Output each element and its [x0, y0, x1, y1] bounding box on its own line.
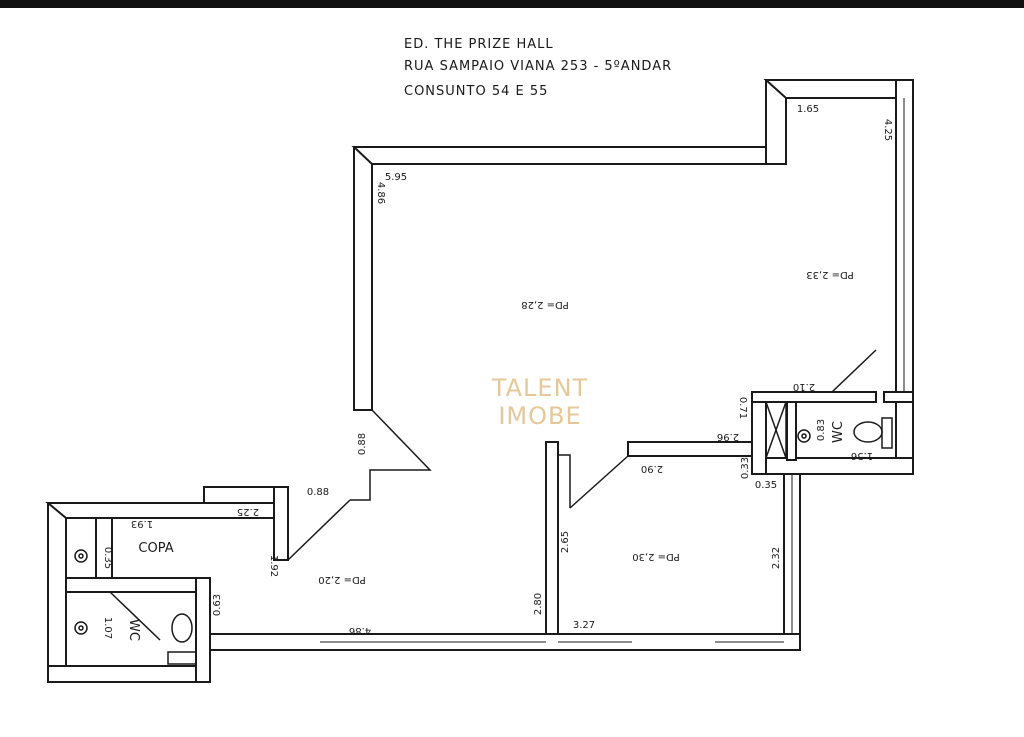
- wall-wc-left-top: [65, 577, 197, 593]
- fixtures: [74, 417, 893, 665]
- cabinet-wc-right: [765, 401, 787, 459]
- dim-0-35-right: 0.35: [755, 480, 777, 491]
- dim-2-32: 2.32: [771, 547, 782, 569]
- wall-copa-bench: [95, 517, 113, 579]
- sink-icon: [74, 621, 88, 635]
- door-swings: [109, 349, 877, 641]
- wall-wc-left-right: [195, 577, 211, 683]
- room-right-height: PD= 2,33: [806, 269, 854, 280]
- diagonal-wall-main: [350, 409, 432, 501]
- dim-1-93: 1.93: [131, 518, 153, 529]
- door-swing-entry: [287, 499, 351, 561]
- sink-icon: [797, 429, 811, 443]
- sink-icon: [801, 433, 807, 439]
- room-wc-left-label: WC: [126, 619, 141, 641]
- dim-2-65: 2.65: [560, 531, 571, 553]
- door-swing-wc-right: [831, 349, 877, 393]
- door-swing-wc-left: [109, 591, 161, 641]
- wall-wc-right-right: [883, 391, 914, 403]
- dim-2-96: 2.96: [717, 431, 739, 442]
- room-bottom-height: PD= 2,30: [632, 551, 680, 562]
- room-wc-right-label: WC: [831, 421, 846, 443]
- dim-0-35-copa: 0.35: [102, 547, 113, 569]
- wall-left-upper: [353, 146, 373, 411]
- wall-wc-right-left: [751, 391, 767, 475]
- dim-5-95: 5.95: [385, 172, 407, 183]
- toilet-tank-icon: [167, 651, 197, 665]
- wall-wc-right-bottom: [751, 457, 914, 475]
- wall-top-right: [763, 79, 914, 99]
- dim-1-07: 1.07: [102, 617, 113, 639]
- header-line-3: CONSUNTO 54 E 55: [404, 84, 548, 99]
- wall-partition: [545, 441, 559, 651]
- header-line-2: RUA SAMPAIO VIANA 253 - 5ºANDAR: [404, 59, 672, 74]
- dim-2-10: 2.10: [793, 381, 815, 392]
- dim-0-88-vertical: 0.88: [357, 433, 368, 455]
- dim-2-25: 2.25: [237, 506, 259, 517]
- dim-4-86-left: 4.86: [375, 182, 386, 204]
- dim-1-92: 1.92: [268, 555, 279, 577]
- dim-3-27: 3.27: [573, 620, 595, 631]
- wall-copa-left: [47, 502, 67, 683]
- toilet-tank-icon: [881, 417, 893, 449]
- dim-4-86-bottom: 4.86: [349, 625, 371, 636]
- dim-1-56: 1.56: [851, 450, 873, 461]
- dim-2-90: 2.90: [641, 463, 663, 474]
- wall-top-main: [351, 146, 769, 165]
- cabinet-cross-b: [765, 401, 787, 459]
- partition-angle: [558, 454, 571, 508]
- wall-front-jamb: [273, 486, 289, 561]
- room-front-height: PD= 2,20: [318, 574, 366, 585]
- header-line-1: ED. THE PRIZE HALL: [404, 37, 554, 52]
- dim-0-71: 0.71: [737, 397, 748, 419]
- room-main-height: PD= 2,28: [521, 299, 569, 310]
- sink-icon: [78, 553, 84, 559]
- watermark-line-1: TALENT: [491, 374, 588, 402]
- dim-0-88-horizontal: 0.88: [307, 487, 329, 498]
- dim-0-63: 0.63: [212, 594, 223, 616]
- door-swing-partition: [569, 455, 629, 509]
- wall-copa-bottom: [47, 665, 211, 683]
- dim-0-83: 0.83: [816, 419, 827, 441]
- dim-4-25: 4.25: [882, 119, 893, 141]
- dim-1-65: 1.65: [797, 104, 819, 115]
- sink-icon: [74, 549, 88, 563]
- dim-2-80: 2.80: [533, 593, 544, 615]
- wall-wc-right-inner: [786, 401, 797, 461]
- toilet-icon: [853, 421, 883, 443]
- toilet-icon: [171, 613, 193, 643]
- wall-wc-right-top: [751, 391, 877, 403]
- walls: [45, 79, 914, 683]
- dim-0-33: 0.33: [740, 457, 751, 479]
- sink-icon: [78, 625, 84, 631]
- room-copa-label: COPA: [138, 541, 173, 556]
- watermark-line-2: IMOBE: [498, 402, 581, 430]
- wall-ledge-left-of-wc: [627, 441, 753, 457]
- top-dark-border: [0, 0, 1024, 8]
